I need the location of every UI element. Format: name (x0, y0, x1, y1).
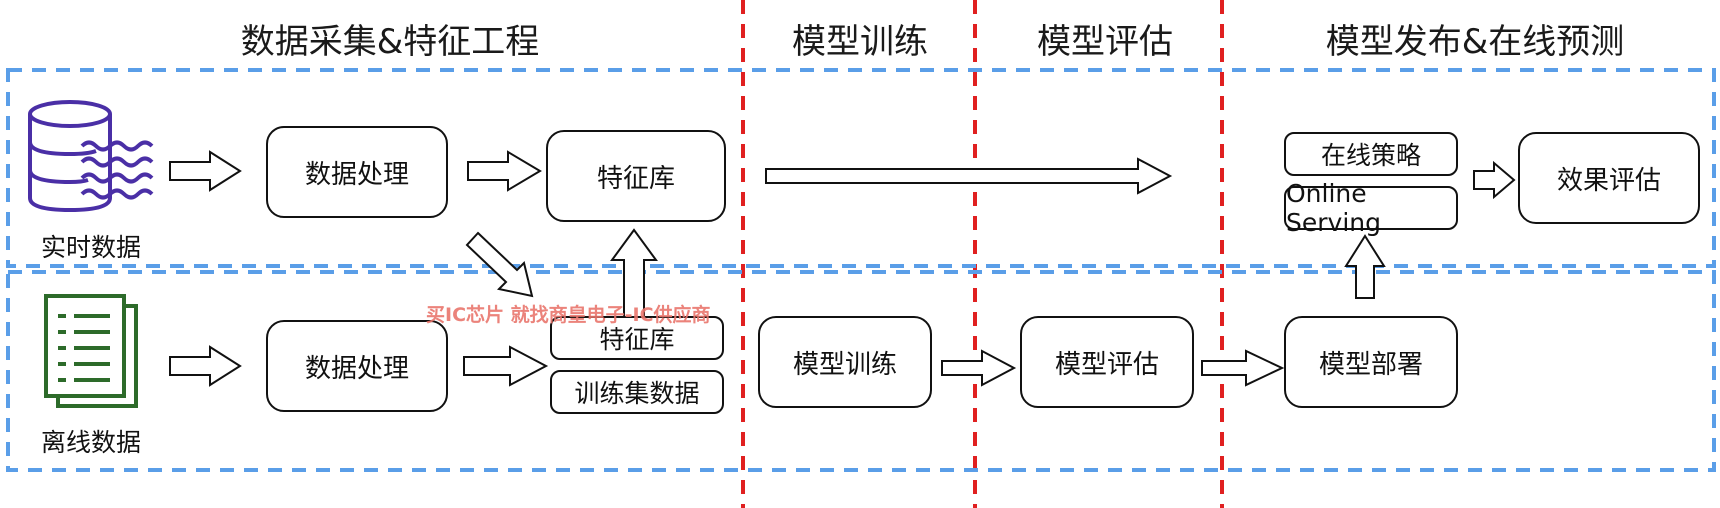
arrow-deployment-to-online-serving (1344, 234, 1386, 299)
model-evaluation-box: 模型评估 (1020, 316, 1194, 408)
offline-lane (6, 270, 1716, 472)
offline-feature-store-box: 特征库 (550, 316, 724, 360)
arrow-realtime-source-to-processing (169, 150, 242, 192)
arrow-offline-source-to-processing (169, 345, 242, 387)
model-deployment-box: 模型部署 (1284, 316, 1458, 408)
arrow-offline-to-realtime-feature-store (610, 228, 658, 321)
realtime-feature-store-box: 特征库 (546, 130, 726, 222)
arrow-offline-processing-to-feature-store (463, 345, 549, 387)
realtime-lane (6, 68, 1716, 268)
offline-source-label: 离线数据 (40, 428, 141, 457)
stage-header-model-evaluation: 模型评估 (1037, 22, 1173, 62)
realtime-data-processing-box: 数据处理 (266, 126, 448, 218)
arrow-training-to-evaluation (941, 349, 1017, 387)
arrow-strategy-to-effect-eval (1473, 160, 1516, 200)
stage-header-data-collection: 数据采集&特征工程 (240, 22, 540, 62)
training-set-box: 训练集数据 (550, 370, 724, 414)
arrow-processing-to-offline-feature-store (465, 231, 534, 298)
online-strategy-box: 在线策略 (1284, 132, 1458, 176)
stage-header-model-release: 模型发布&在线预测 (1325, 22, 1625, 62)
watermark: 买IC芯片 就找商皇电子-IC供应商 (426, 304, 711, 326)
document-icon (44, 294, 138, 408)
arrow-feature-store-to-online (765, 157, 1173, 195)
effect-evaluation-box: 效果评估 (1518, 132, 1700, 224)
arrow-evaluation-to-deployment (1201, 349, 1285, 387)
realtime-source-label: 实时数据 (40, 233, 141, 262)
offline-data-processing-box: 数据处理 (266, 320, 448, 412)
stage-header-model-training: 模型训练 (792, 22, 928, 62)
online-serving-box: Online Serving (1284, 179, 1458, 237)
database-stream-icon (28, 100, 154, 213)
arrow-realtime-processing-to-feature-store (467, 150, 542, 192)
model-training-box: 模型训练 (758, 316, 932, 408)
